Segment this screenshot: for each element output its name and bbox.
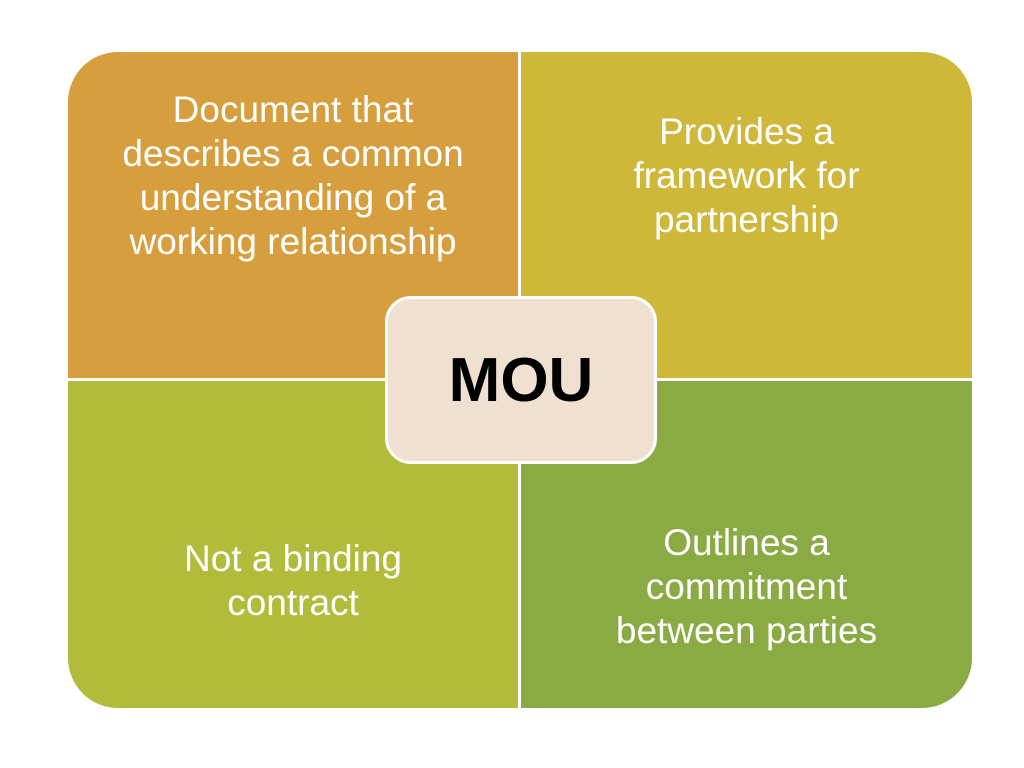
quadrant-top-left: Document that describes a common underst…: [68, 52, 518, 378]
quadrant-bottom-left-text: Not a binding contract: [183, 538, 403, 623]
center-label-box: MOU: [385, 296, 657, 464]
quadrant-bottom-right-text: Outlines a commitment between parties: [615, 522, 878, 651]
quadrant-top-right-text: Provides a framework for partnership: [633, 111, 860, 240]
mou-quadrant-diagram: Document that describes a common underst…: [68, 52, 972, 708]
center-label: MOU: [448, 345, 594, 415]
quadrant-top-left-text: Document that describes a common underst…: [122, 89, 464, 262]
